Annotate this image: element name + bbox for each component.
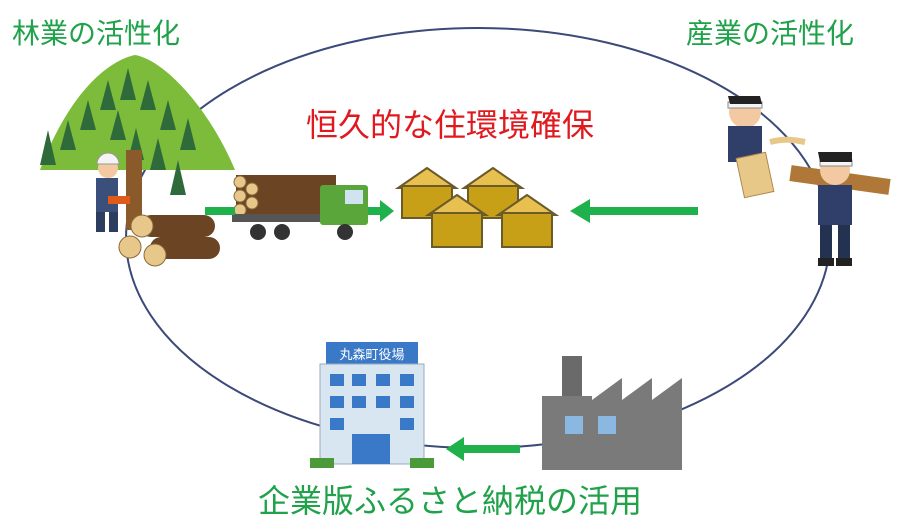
carpenter-icon bbox=[727, 96, 806, 199]
arrow-industry-to-town-hall bbox=[446, 437, 520, 461]
log-pile-icon bbox=[118, 214, 220, 267]
factory-icon bbox=[542, 356, 682, 470]
industry-label: 産業の活性化 bbox=[686, 17, 855, 50]
housing-label: 恒久的な住環境確保 bbox=[306, 106, 595, 144]
lumberjack-icon bbox=[96, 150, 142, 232]
log-truck-icon bbox=[232, 175, 368, 240]
arrow-forestry-to-housing bbox=[205, 200, 394, 222]
arrow-industry-to-housing bbox=[570, 199, 698, 223]
carpenter-carrying-timber-icon bbox=[789, 152, 891, 266]
tax-label: 企業版ふるさと納税の活用 bbox=[258, 482, 643, 520]
forestry-label: 林業の活性化 bbox=[12, 17, 181, 50]
town-hall-sign: 丸森町役場 bbox=[339, 348, 404, 363]
houses-icon bbox=[394, 166, 560, 248]
town-hall-icon: 丸森町役場 bbox=[310, 342, 434, 468]
